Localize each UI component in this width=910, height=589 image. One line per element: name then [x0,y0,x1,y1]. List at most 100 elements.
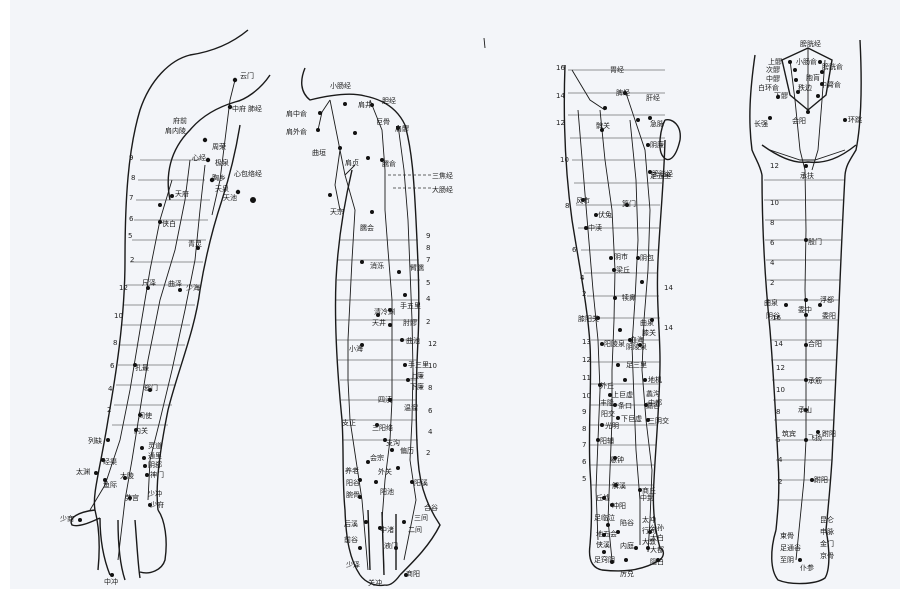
scale-num: 16 [772,314,781,322]
lbl-yangchi: 阳池 [380,487,394,496]
lbl-zusanli: 足三里 [626,361,647,369]
scale-num: 8 [113,339,117,347]
lbl-wangu: 腕骨 [346,490,360,499]
leg-back-thigh-right [826,175,845,530]
scale-num: 4 [428,428,433,436]
lbl-yinmen: 殷门 [808,237,822,246]
lbl-shouwuli: 手五里 [400,301,421,310]
lbl-dadun: 大敦 [642,537,656,546]
scale-num: 2 [107,406,111,414]
lbl-chengjin: 承筋 [808,376,822,385]
leg-back-thigh-left [762,175,779,530]
lbl-jinggu: 京骨 [820,551,834,560]
lbl-fuqian: 府前 [173,116,187,125]
lbl-yangfu: 阳辅 [600,436,614,445]
lbl-pucan: 仆参 [800,563,814,572]
lbl-shangliao: 上髎 [768,57,782,66]
lbl-kongzui: 孔最 [135,364,149,372]
scale-num: 2 [778,478,782,486]
lbl-shousanli: 手三里 [408,360,429,369]
lbl-baohuang: 胞肓 [806,73,820,82]
lbl-xuanzhong: 悬钟 [610,455,624,464]
lbl-tiaokou: 条口 [618,401,632,410]
lbl-huizong: 会宗 [370,453,384,462]
lbl-xiongxiang: 胸乡 [212,173,226,182]
scale-num: 4 [770,259,775,267]
lbl-weizhong: 委中 [798,305,812,314]
lbl-jianjing: 肩井 [358,100,372,109]
lbl-xiabai: 侠白 [162,219,176,228]
lbl-xiangu: 陷谷 [620,518,634,527]
lbl-jiexi: 解溪 [612,481,626,490]
lbl-lieque: 列缺 [88,436,102,445]
scale-num: 6 [770,239,775,247]
leg-front-panel: 胃经 髀关 肝经 脾经 伏兔 阴市 梁丘 犊鼻 足三里 上巨虚 条口 下巨虚 丰… [556,64,680,578]
lbl-diwuhui: 地五会 [596,529,617,538]
scale-num: 6 [129,215,134,223]
lbl-pangguangshu: 膀胱俞 [822,62,843,71]
lbl-fengshi: 风市 [576,196,590,205]
lbl-yinshi: 阴市 [614,252,628,261]
scale-num: 12 [770,162,779,170]
lbl-taichong: 太冲 [642,515,656,524]
lbl-yinlingquan: 阴陵泉 [626,342,647,351]
lbl-liver-meridian: 肝经 [646,93,660,102]
lbl-baihuanshu: 白环俞 [758,83,779,92]
lbl-hegu: 合谷 [424,503,438,512]
scale-num: 12 [428,340,437,348]
scale-num: 10 [428,362,437,370]
arm-back-leader-dashes [388,175,432,188]
lbl-yangxi: 阳溪 [414,478,428,487]
lbl-yanglingquan: 阳陵泉 [604,339,625,348]
lbl-shenmai: 申脉 [820,527,834,536]
lbl-jianwaishu: 肩外俞 [286,127,307,136]
lbl-zhourong: 周荣 [212,142,226,151]
lbl-fenglong: 丰隆 [600,398,614,407]
stray-mark [484,38,485,48]
lbl-sanyangluo: 三阳络 [372,423,393,432]
lbl-stomach-meridian: 胃经 [610,65,624,74]
leg-back-outline-outer-right [845,40,861,175]
lbl-jinmen: 金门 [820,539,834,548]
lbl-gallbladder-meridian: 胆经 [382,96,396,105]
lbl-naoshu: 臑俞 [382,159,396,168]
lbl-ququan: 曲泉 [640,318,654,327]
lbl-shangjuxu: 上巨虚 [612,390,633,399]
lbl-quze: 曲泽 [168,279,182,288]
lbl-sanyinjiao: 三阴交 [648,416,669,425]
lbl-lung-meridian: 肺经 [248,104,262,113]
lbl-shaohai: 少海 [186,283,200,292]
lbl-zhongfeng: 中封 [640,493,654,502]
triple-burner-meridian [370,100,392,570]
lbl-changqiang: 长强 [754,119,768,128]
lbl-shenmen: 神门 [150,470,164,479]
scale-num: 5 [128,232,132,240]
scale-num: 11 [582,374,591,382]
liver-meridian [630,120,640,545]
lbl-bladder-meridian-back: 膀胱经 [800,39,821,48]
lbl-houxi: 后溪 [344,519,358,528]
scale-num: 12 [776,364,785,372]
lbl-dadu: 大都 [650,545,664,554]
lbl-jimen: 箕门 [622,199,636,208]
lbl-zhongfu: 中府 [232,104,246,113]
scale-num: 9 [582,408,586,416]
lbl-guanchong: 关冲 [368,578,382,587]
lbl-tianfu: 天府 [175,189,189,198]
arm-front-scale: 9 8 7 6 5 2 12 10 8 6 4 2 [107,154,135,414]
lbl-neiguan: 内关 [134,426,148,435]
stomach-meridian [600,110,615,560]
lbl-jianneiling: 肩内陵 [165,126,186,135]
lbl-xiajuxu: 下巨虚 [621,414,642,423]
lbl-quyuan: 曲垣 [312,148,326,157]
lbl-jianzhen: 肩贞 [345,158,359,167]
scale-num: 5 [582,475,586,483]
lbl-tianjing: 天井 [372,318,386,327]
lbl-zhouliao: 肘髎 [403,318,417,327]
scale-num: 7 [582,441,586,449]
scale-num: 2 [770,279,774,287]
lbl-tianquan: 天泉 [215,184,229,193]
lbl-chize: 尺泽 [142,279,156,287]
arm-front-outline-inner [157,125,240,510]
lbl-tianchi: 天池 [223,193,237,202]
